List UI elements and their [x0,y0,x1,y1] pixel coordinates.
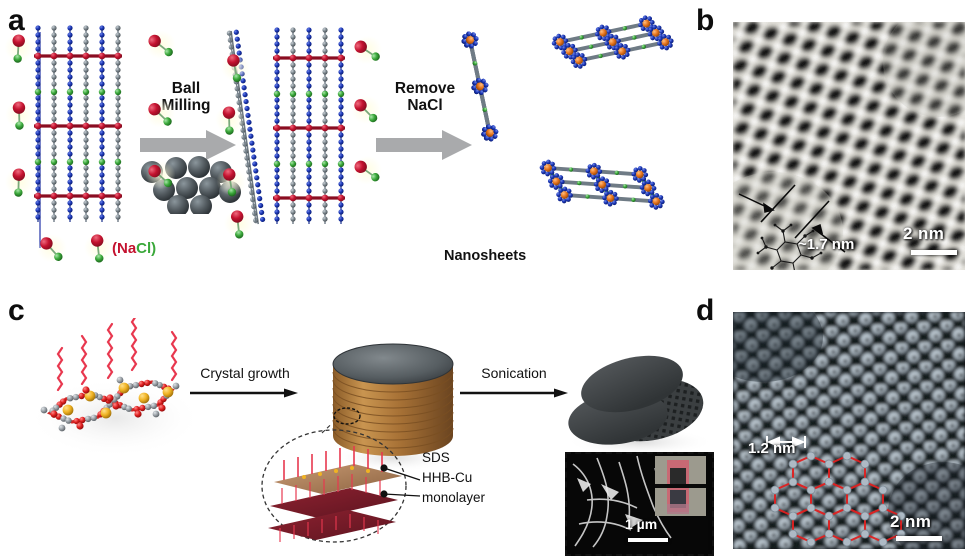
ball-milling-arrow [140,130,236,160]
exfoliated-nanosheets [566,355,714,456]
crystal-growth-arrow [190,388,298,398]
panel-a-artwork [4,15,674,263]
panel-d-dimension-label: 1.2 nm [748,440,796,457]
panel-label-d: d [696,294,715,327]
panel-b-scalebar-label: 2 nm [903,224,945,243]
sds-callout-label: SDS [422,450,450,465]
panel-b-dimension-label: ~1.7 nm [798,236,855,253]
panel-label-c: c [8,294,25,327]
panel-d-scalebar-line [896,536,942,541]
sonication-arrow [460,388,568,398]
panel-label-b: b [696,4,715,37]
panel-c-sem-inset: 1 µm [565,452,714,556]
hhb-cu-callout-label: HHB-Cu [422,470,473,485]
panel-label-a: a [8,4,25,37]
sonication-label: Sonication [481,365,547,381]
panel-d-scalebar-label: 2 nm [890,512,932,531]
nanosheets-label: Nanosheets [444,248,527,264]
layered-crystal [331,343,455,470]
panel-b-scalebar-line [911,250,957,255]
panel-c-inset-scalebar-label: 1 µm [625,516,658,532]
panel-b-tem-image [733,22,965,270]
panel-c-inset-scalebar-line [628,538,668,542]
panel-c-molecular-layer [27,318,203,458]
crystal-growth-label: Crystal growth [200,365,290,381]
nacl-reagent-label: (NaCl) [112,240,157,257]
panel-d-tem-image [733,312,965,549]
monolayer-callout-label: monolayer [422,490,486,505]
remove-nacl-arrow [376,130,472,160]
monolayer-callout-magnifier [261,424,421,543]
